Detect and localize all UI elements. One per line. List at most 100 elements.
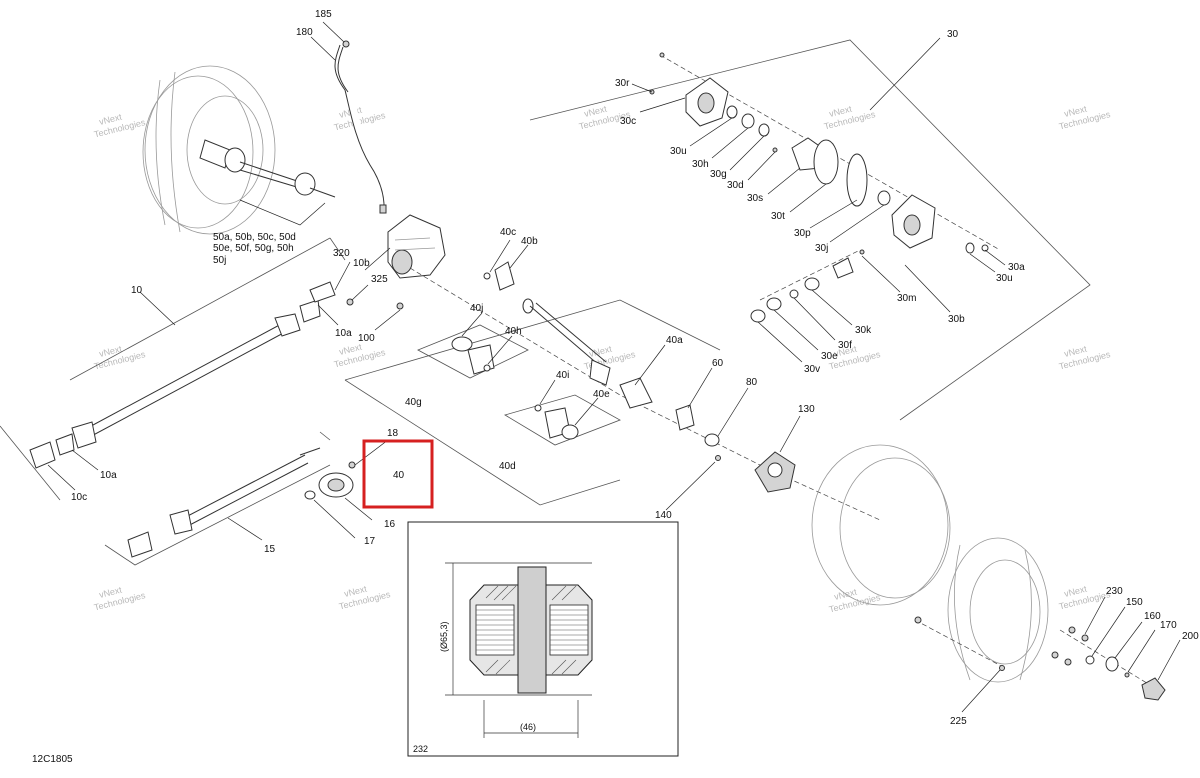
left-tire-outer [144,65,276,235]
callout-50-line3[interactable]: 50j [213,255,226,266]
left-tire-lines [155,71,181,233]
callout-325[interactable]: 325 [371,274,388,285]
callout-50-line2[interactable]: 50e, 50f, 50g, 50h [213,243,294,254]
callout-30c[interactable]: 30c [620,116,636,127]
callout-150[interactable]: 150 [1126,597,1143,608]
callout-30b[interactable]: 30b [948,314,965,325]
dim-length-text: (46) [520,722,536,732]
ring-30a [981,244,989,252]
callout-10[interactable]: 10 [131,285,143,296]
callout-15[interactable]: 15 [264,544,276,555]
callout-10c[interactable]: 10c [71,492,87,503]
leader-40j [461,312,483,337]
right-tire-outer [811,444,949,606]
callout-10a[interactable]: 10a [100,470,117,481]
callout-40a[interactable]: 40a [666,335,683,346]
callout-200[interactable]: 200 [1182,631,1199,642]
callout-60[interactable]: 60 [712,358,724,369]
callout-30h[interactable]: 30h [692,159,709,170]
hub-group [665,367,801,511]
callout-30j[interactable]: 30j [815,243,828,254]
leader-30m [861,255,901,293]
ring-30g [741,113,755,129]
callout-80[interactable]: 80 [746,377,758,388]
frame-10 [0,237,346,501]
callout-16[interactable]: 16 [384,519,396,530]
callout-30k[interactable]: 30k [855,325,872,336]
callout-225[interactable]: 225 [950,716,967,727]
callout-17[interactable]: 17 [364,536,376,547]
callout-185[interactable]: 185 [315,9,332,20]
coupling-splines-left [475,604,515,656]
callout-160[interactable]: 160 [1144,611,1161,622]
callout-30u[interactable]: 30u [996,273,1013,284]
axle-shaft-40-2 [535,302,607,363]
callout-40g[interactable]: 40g [405,397,422,408]
callout-30p[interactable]: 30p [794,228,811,239]
leader-30v [757,321,803,363]
callout-50-line1[interactable]: 50a, 50b, 50c, 50d [213,232,296,243]
callout-30r[interactable]: 30r [615,78,630,89]
leader-60 [687,367,713,409]
callout-30a[interactable]: 30a [1008,262,1025,273]
callout-40h[interactable]: 40h [505,326,522,337]
gearbox-output [391,249,413,275]
callout-10b[interactable]: 10b [353,258,370,269]
callout-30g[interactable]: 30g [710,169,727,180]
watermark: vNext Technologies [823,104,877,132]
callout-230[interactable]: 230 [1106,586,1123,597]
cv-boot-right [294,172,316,196]
callout-30[interactable]: 30 [947,29,959,40]
shaft-15-top [179,454,306,521]
leader-130 [779,415,801,453]
callout-140[interactable]: 140 [655,510,672,521]
leader-30c [639,97,686,113]
bracket-320 [309,281,336,303]
ujoint-10a [55,433,75,456]
frame-40d [504,394,621,446]
callout-180[interactable]: 180 [296,27,313,38]
highlight-box-40[interactable] [362,439,434,509]
shaft-10-top [79,321,286,433]
cap-200 [1141,677,1166,701]
callout-130[interactable]: 130 [798,404,815,415]
callout-170[interactable]: 170 [1160,620,1177,631]
ujoint-10a-top [299,299,321,323]
callout-40[interactable]: 40 [393,470,405,481]
callout-40c[interactable]: 40c [500,227,516,238]
callout-40i[interactable]: 40i [556,370,569,381]
yoke-10-right [274,313,301,337]
clamp-40j [451,336,473,352]
callout-30f[interactable]: 30f [838,340,852,351]
right-rim-inner [969,559,1041,665]
leader-30k [811,289,853,326]
bolt-325 [346,298,354,306]
callout-18[interactable]: 18 [387,428,399,439]
callout-30u-top[interactable]: 30u [670,146,687,157]
callout-30m[interactable]: 30m [897,293,916,304]
oring-30t [813,139,839,185]
callout-30s[interactable]: 30s [747,193,763,204]
callout-30d[interactable]: 30d [727,180,744,191]
callout-40e[interactable]: 40e [593,389,610,400]
callout-40d[interactable]: 40d [499,461,516,472]
bolt-100 [396,302,404,310]
leader-140 [665,461,716,511]
callout-30v[interactable]: 30v [804,364,820,375]
callout-30e[interactable]: 30e [821,351,838,362]
left-rim [186,95,264,205]
leader-30b [904,264,951,313]
callout-320[interactable]: 320 [333,248,350,259]
clamp-40e [561,424,579,440]
left-tire-tread [142,75,254,229]
callout-10a-top[interactable]: 10a [335,328,352,339]
prop-shaft-15 [127,439,389,558]
ring-40i [534,404,542,412]
ujoint-15 [127,531,153,558]
callout-100[interactable]: 100 [358,333,375,344]
callout-40j[interactable]: 40j [470,303,483,314]
prop-shaft-10 [29,261,404,491]
frame-15 [104,431,331,566]
callout-40b[interactable]: 40b [521,236,538,247]
callout-30t[interactable]: 30t [771,211,785,222]
